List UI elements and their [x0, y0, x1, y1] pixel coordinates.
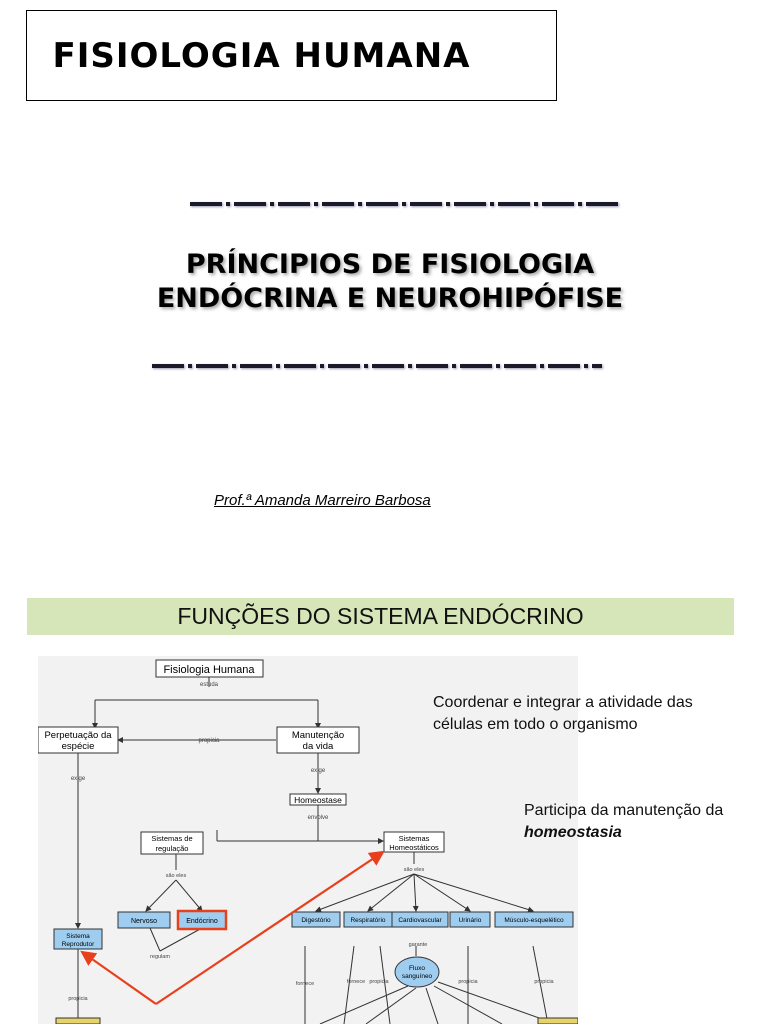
node-endocrino: Endócrino	[176, 909, 228, 931]
label-propicia-reprodutor: propicia	[68, 996, 88, 1002]
node-sistema-reprodutor: Sistema Reprodutor	[53, 928, 103, 950]
svg-text:Manutenção: Manutenção	[292, 730, 344, 741]
node-root: Fisiologia Humana	[155, 659, 264, 678]
svg-text:espécie: espécie	[62, 741, 95, 752]
node-sistemas-regulacao: Sistemas de regulação	[140, 831, 204, 855]
course-title: FISIOLOGIA HUMANA	[52, 35, 471, 76]
node-fluxo-sanguineo: Fluxo sanguíneo	[394, 956, 440, 988]
label-propicia-musculo: propicia	[534, 979, 554, 985]
title-slide: FISIOLOGIA HUMANA PRÍNCIPIOS DE FISIOLOG…	[26, 10, 680, 509]
node-homeostase: Homeostase	[289, 793, 347, 806]
svg-text:Urinário: Urinário	[459, 917, 482, 924]
svg-text:Reprodutor: Reprodutor	[62, 941, 95, 948]
decorative-dashed-line-top	[190, 202, 620, 206]
label-estuda: estuda	[200, 682, 219, 688]
label-exige-right: exige	[311, 768, 326, 774]
note-homeostasis: Participa da manutenção da homeostasia	[524, 800, 744, 844]
highlight-arrows	[80, 850, 385, 1005]
label-sao-eles-left: são eles	[166, 873, 187, 879]
node-partial-left	[55, 1017, 101, 1024]
svg-text:Cardiovascular: Cardiovascular	[398, 917, 442, 924]
label-exige-left: exige	[71, 776, 86, 782]
node-manutencao: Manutenção da vida	[276, 726, 360, 754]
lesson-title-line-2: ENDÓCRINA E NEUROHIPÓFISE	[156, 283, 624, 314]
decorative-dashed-line-bottom	[152, 364, 602, 368]
svg-text:da vida: da vida	[303, 741, 334, 752]
node-respiratorio: Respiratório	[343, 911, 393, 928]
course-title-box: FISIOLOGIA HUMANA	[26, 10, 557, 101]
node-sistemas-homeostaticos: Sistemas Homeostáticos	[383, 831, 445, 853]
node-partial-right	[537, 1017, 578, 1024]
svg-text:Nervoso: Nervoso	[131, 918, 157, 925]
endocrine-functions-slide: FUNÇÕES DO SISTEMA ENDÓCRINO	[0, 580, 768, 1024]
note-coordination: Coordenar e integrar a atividade das cél…	[433, 694, 693, 733]
label-garante: garante	[409, 942, 428, 948]
svg-text:Respiratório: Respiratório	[350, 917, 385, 924]
node-musculo-esqueletico: Músculo-esquelético	[494, 911, 574, 928]
node-cardiovascular: Cardiovascular	[391, 911, 449, 928]
svg-text:Sistema: Sistema	[66, 933, 90, 940]
svg-text:Músculo-esquelético: Músculo-esquelético	[504, 917, 564, 924]
svg-text:Fluxo: Fluxo	[409, 965, 425, 972]
svg-text:sanguíneo: sanguíneo	[402, 973, 433, 980]
node-digestorio: Digestório	[291, 911, 341, 928]
lesson-title-line-1: PRÍNCIPIOS DE FISIOLOGIA	[185, 249, 595, 280]
svg-text:Sistemas: Sistemas	[399, 834, 430, 843]
svg-text:Homeostase: Homeostase	[294, 795, 342, 805]
svg-text:Digestório: Digestório	[301, 917, 331, 924]
note-homeostasis-emphasis: homeostasia	[524, 824, 622, 841]
label-sao-eles-right: são eles	[404, 867, 425, 873]
label-fornece-respiratorio: fornece	[347, 979, 365, 985]
svg-text:regulação: regulação	[156, 844, 189, 853]
slide-header: FUNÇÕES DO SISTEMA ENDÓCRINO	[27, 598, 734, 635]
svg-text:Homeostáticos: Homeostáticos	[389, 843, 439, 852]
svg-text:Fisiologia Humana: Fisiologia Humana	[163, 664, 255, 676]
concept-map: Fisiologia Humana estuda Perpetuação da …	[38, 656, 578, 1024]
node-nervoso: Nervoso	[117, 911, 171, 929]
label-propicia: propicia	[198, 738, 220, 744]
svg-text:Sistemas de: Sistemas de	[151, 834, 192, 843]
lesson-title: PRÍNCIPIOS DE FISIOLOGIA ENDÓCRINA E NEU…	[100, 248, 680, 316]
label-fornece-digestorio: fornece	[296, 981, 314, 987]
label-envolve: envolve	[308, 815, 329, 821]
node-urinario: Urinário	[449, 911, 491, 928]
svg-text:Perpetuação da: Perpetuação da	[44, 730, 112, 741]
label-propicia-urinario: propicia	[458, 979, 478, 985]
slide-header-text: FUNÇÕES DO SISTEMA ENDÓCRINO	[177, 603, 584, 629]
node-perpetuacao: Perpetuação da espécie	[38, 726, 119, 754]
svg-text:Endócrino: Endócrino	[186, 918, 218, 925]
label-regulam: regulam	[150, 954, 170, 960]
map-connectors	[75, 677, 557, 1024]
label-propicia-respiratorio: propicia	[369, 979, 389, 985]
author-name: Prof.ª Amanda Marreiro Barbosa	[214, 492, 431, 509]
note-homeostasis-prefix: Participa da manutenção da	[524, 802, 724, 819]
